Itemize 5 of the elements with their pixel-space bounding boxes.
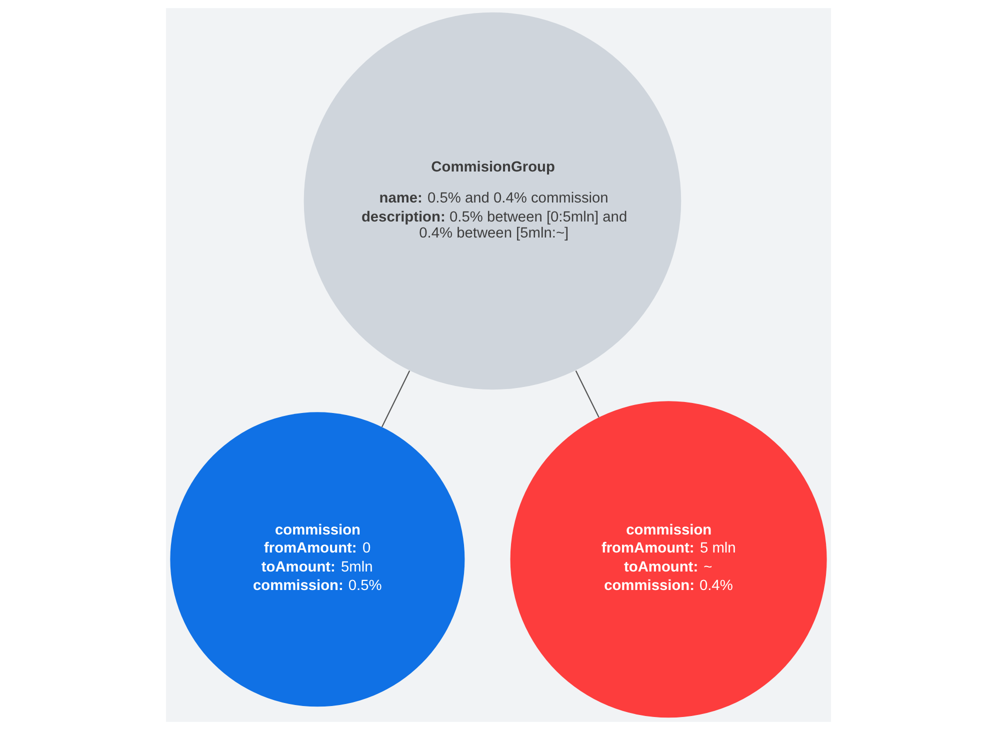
node-circle: commission fromAmount: 5 mln toAmount: ~ commission: 0.4% <box>510 401 826 718</box>
connector <box>574 370 599 418</box>
connector <box>380 370 410 428</box>
node-circle: CommisionGroup name: 0.5% and 0.4% commission description: 0.5% between [0:5mln] and 0.4% between [5mln:~] <box>303 12 681 390</box>
node-circle: commission fromAmount: 0 toAmount: 5mln commission: 0.5% <box>170 412 464 707</box>
